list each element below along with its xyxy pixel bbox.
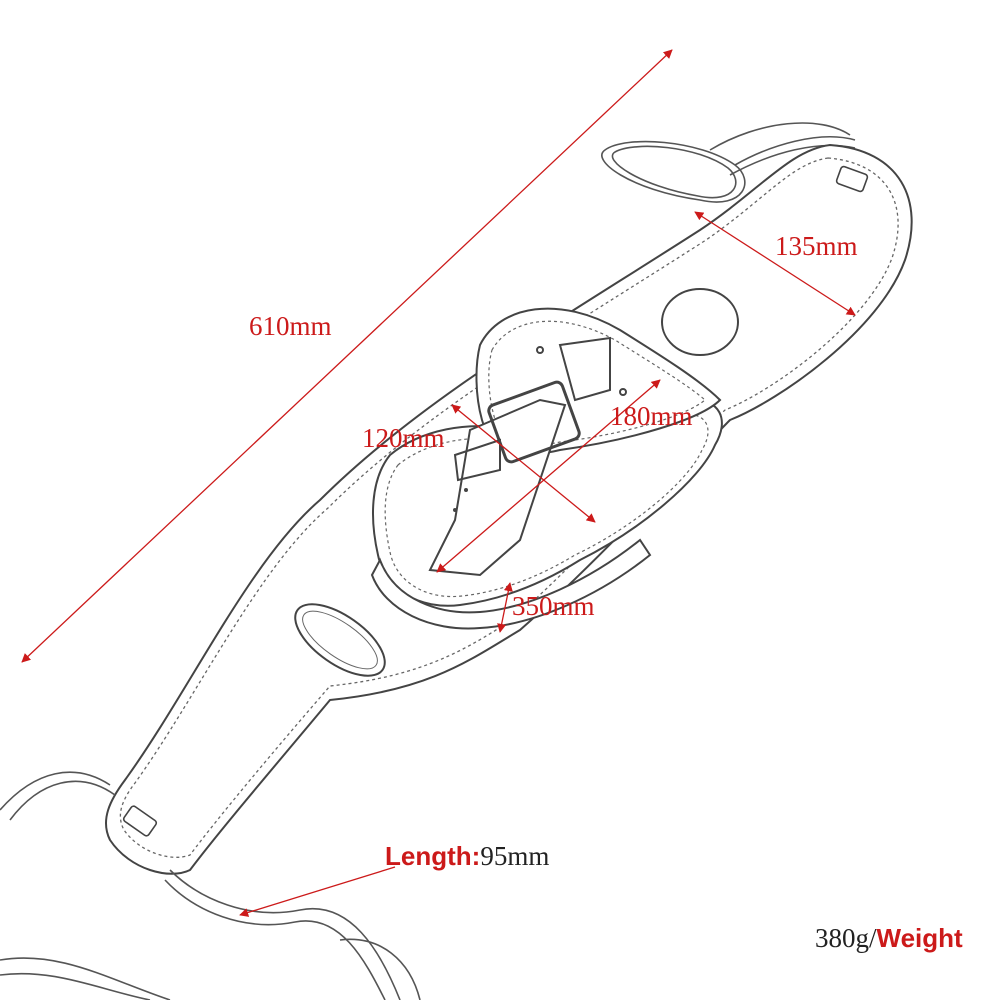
dimension-lines — [21, 49, 856, 917]
bottom-slot — [122, 805, 158, 837]
strap-length-value: 95mm — [480, 841, 550, 871]
fuel-cap-hole — [661, 288, 739, 356]
overall-length-label: 610mm — [249, 311, 332, 341]
pouch-width-label: 180mm — [610, 401, 693, 431]
pouch-length-label: 350mm — [512, 591, 595, 621]
pouch-height-label: 120mm — [362, 423, 445, 453]
strap-length: Length:95mm — [385, 843, 549, 870]
strap-length-label: Length: — [385, 841, 481, 871]
weight-label: Weight — [876, 923, 963, 953]
bottom-straps — [0, 771, 421, 1001]
top-slot — [835, 165, 869, 193]
weight: 380g/Weight — [815, 925, 963, 952]
weight-value: 380g/ — [815, 923, 877, 953]
top-width-label: 135mm — [775, 231, 858, 261]
